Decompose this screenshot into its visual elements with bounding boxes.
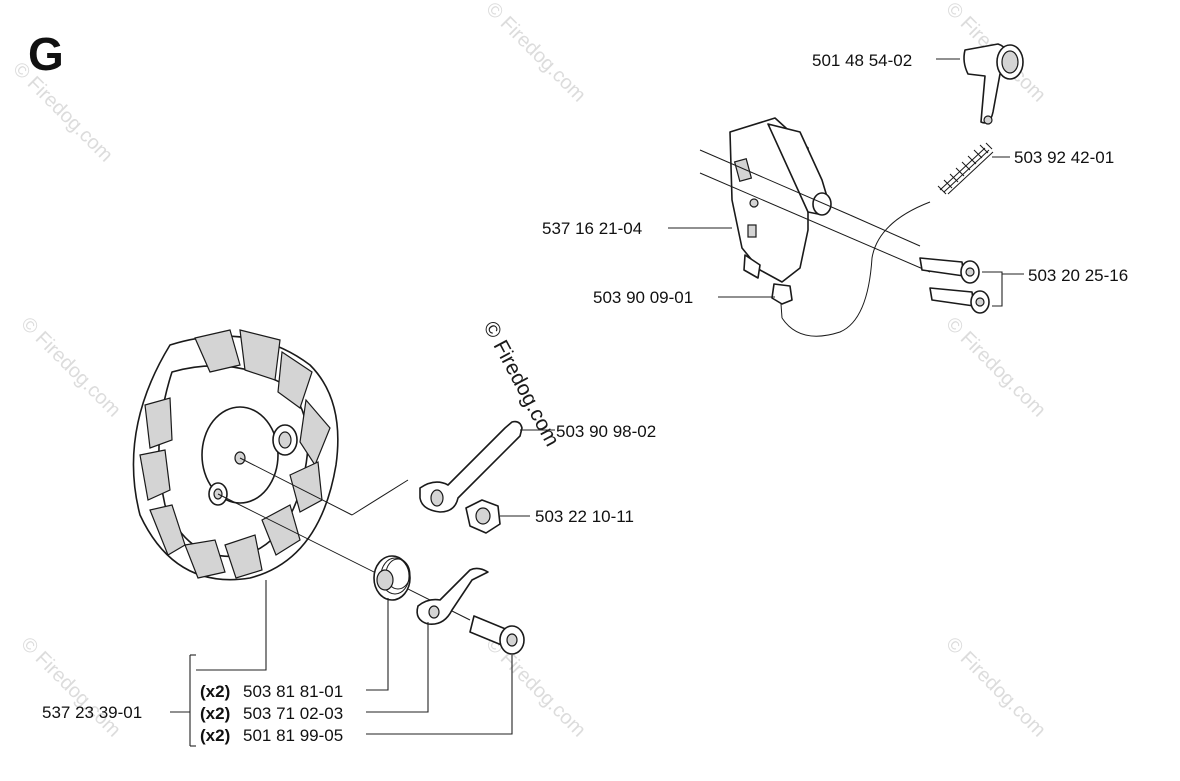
- stop-lever-part: [419, 420, 523, 513]
- pawl-spring-part: [373, 555, 411, 601]
- quantity-label: (x2): [200, 704, 230, 723]
- flywheel-part: [132, 329, 339, 581]
- part-row-pawl: (x2) 503 71 02-03: [200, 704, 343, 723]
- ignition-module-part: [729, 117, 832, 319]
- part-number-ignition-module: 537 16 21-04: [542, 219, 642, 238]
- watermark: © Firedog.com: [941, 313, 1050, 422]
- watermark: © Firedog.com: [481, 0, 590, 106]
- watermark: © Firedog.com: [16, 633, 125, 742]
- part-number-spring: 503 92 42-01: [1014, 148, 1114, 167]
- watermark: © Firedog.com: [941, 633, 1050, 742]
- pawl-part: [416, 567, 489, 626]
- nut-part: [465, 499, 501, 534]
- part-number-stop-lever: 503 90 98-02: [556, 422, 656, 441]
- part-number-switch-knob: 501 48 54-02: [812, 51, 912, 70]
- quantity-label: (x2): [200, 726, 230, 745]
- part-row-pawl-spring: (x2) 503 81 81-01: [200, 682, 343, 701]
- spring-part: [937, 142, 994, 195]
- part-number-nut: 503 22 10-11: [535, 507, 634, 526]
- watermark: © Firedog.com: [481, 633, 590, 742]
- switch-knob-part: [963, 43, 1024, 125]
- part-number-cable: 503 90 09-01: [593, 288, 693, 307]
- section-letter: G: [28, 28, 64, 80]
- part-row-pawl-screw: (x2) 501 81 99-05: [200, 726, 343, 745]
- part-number-pawl-screw: 501 81 99-05: [243, 726, 343, 745]
- watermark: © Firedog.com: [16, 313, 125, 422]
- part-number-pawl: 503 71 02-03: [243, 704, 343, 723]
- screws-part: [919, 257, 990, 314]
- part-number-flywheel-assembly: 537 23 39-01: [42, 703, 142, 722]
- pawl-screw-part: [469, 615, 525, 655]
- quantity-label: (x2): [200, 682, 230, 701]
- part-number-pawl-spring: 503 81 81-01: [243, 682, 343, 701]
- part-number-screws: 503 20 25-16: [1028, 266, 1128, 285]
